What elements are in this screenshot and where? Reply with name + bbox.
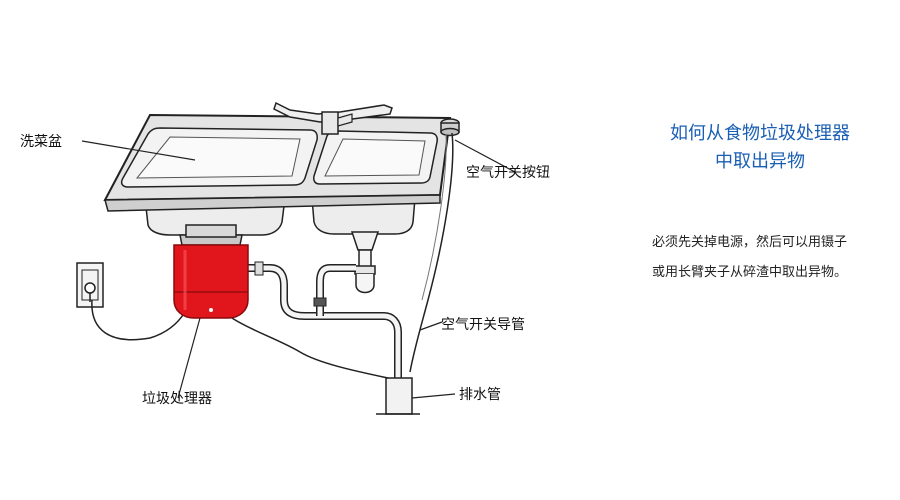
panel-title: 如何从食物垃圾处理器 中取出异物	[640, 120, 880, 176]
callout-lines	[81, 139, 516, 399]
food-waste-disposer	[173, 224, 249, 319]
air-switch-tube	[409, 132, 454, 373]
label-drain-pipe: 排水管	[459, 387, 501, 403]
p-trap	[350, 231, 380, 294]
power-cord	[91, 299, 186, 341]
air-switch-button	[440, 118, 460, 137]
label-disposer: 垃圾处理器	[142, 391, 212, 407]
trap-connector-pipe	[316, 264, 356, 316]
wall-outlet	[76, 262, 104, 308]
label-air-switch-tube: 空气开关导管	[441, 317, 525, 333]
disposer-cable	[231, 317, 389, 379]
panel-body-text: 必须先关掉电源，然后可以用镊子或用长臂夹子从碎渣中取出异物。	[652, 235, 848, 280]
drain-standpipe	[376, 377, 420, 415]
label-air-switch-button: 空气开关按钮	[466, 165, 550, 181]
panel-title-line-1: 如何从食物垃圾处理器	[670, 123, 850, 144]
disposer-installation-diagram: 洗菜盆 空气开关按钮 空气开关导管 排水管 垃圾处理器	[20, 101, 550, 415]
faucet	[273, 101, 393, 135]
sink	[103, 113, 452, 236]
info-panel: 如何从食物垃圾处理器 中取出异物 必须先关掉电源，然后可以用镊子或用长臂夹子从碎…	[640, 120, 880, 288]
label-sink: 洗菜盆	[20, 134, 62, 150]
panel-title-line-2: 中取出异物	[715, 151, 805, 172]
